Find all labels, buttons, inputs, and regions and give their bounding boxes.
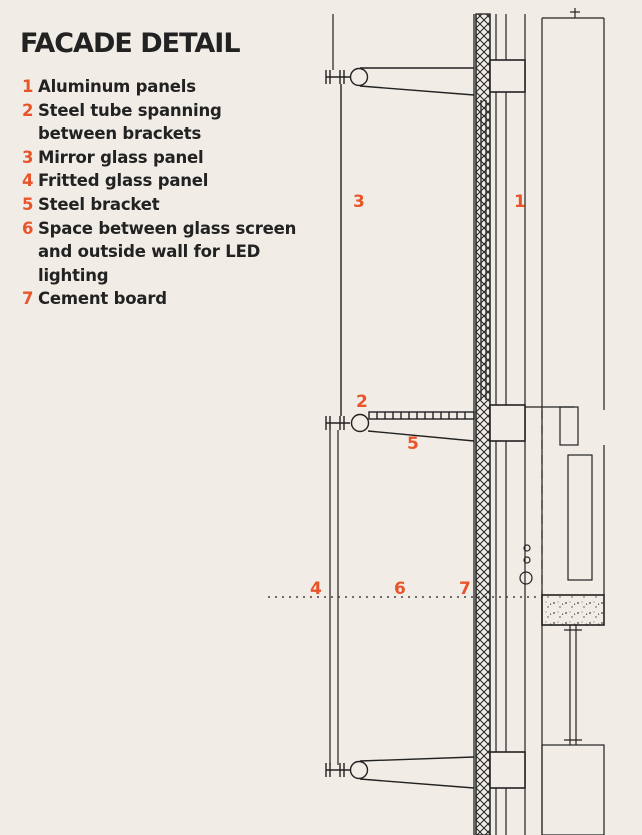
legend-number: 4 xyxy=(22,171,34,191)
led-light-fixtures xyxy=(519,544,533,585)
lower-bracket xyxy=(325,756,475,789)
callout-fritted-glass: 4 xyxy=(310,579,322,599)
diagram-title: FACADE DETAIL xyxy=(20,28,241,59)
outside-wall xyxy=(473,13,491,835)
legend-number: 3 xyxy=(22,147,34,167)
upper-bracket xyxy=(325,67,475,96)
callout-cement-board: 7 xyxy=(459,579,471,599)
callout-aluminum-panels: 1 xyxy=(514,192,526,212)
legend-label: Mirror glass panel xyxy=(38,147,204,167)
floor-slab xyxy=(541,594,605,626)
callout-led-space: 6 xyxy=(394,579,406,599)
legend-label: Fritted glass panel xyxy=(38,171,209,191)
legend-number: 6 xyxy=(22,218,34,238)
legend-number: 5 xyxy=(22,194,34,214)
callout-steel-bracket: 5 xyxy=(407,434,419,454)
legend-label: Aluminum panels xyxy=(38,77,196,96)
steel-column xyxy=(564,625,582,745)
interior-structure xyxy=(525,406,605,835)
middle-bracket xyxy=(325,411,475,442)
legend-label: Space between glass screen and outside w… xyxy=(38,218,297,285)
legend-label: Steel bracket xyxy=(38,194,160,214)
legend-number: 7 xyxy=(22,289,34,309)
upper-clip-block xyxy=(489,59,526,93)
middle-clip-block xyxy=(489,404,526,442)
lower-clip-block xyxy=(489,751,526,789)
legend-label: Cement board xyxy=(38,289,167,309)
legend-label: Steel tube spanning between brackets xyxy=(38,100,222,144)
callout-mirror-glass: 3 xyxy=(353,192,365,212)
legend-number: 1 xyxy=(22,77,34,96)
legend-number: 2 xyxy=(22,100,34,120)
callout-steel-tube: 2 xyxy=(356,392,368,412)
